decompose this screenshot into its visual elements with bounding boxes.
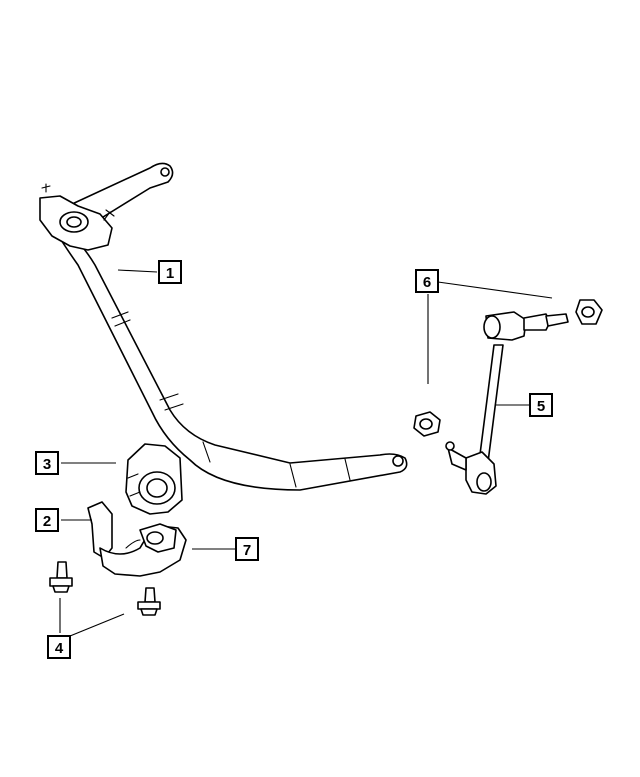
bolt-left xyxy=(49,561,73,593)
callout-2: 2 xyxy=(35,508,59,532)
bolt-right xyxy=(137,587,161,616)
stabilizer-bar xyxy=(39,162,408,491)
bushing-clamp xyxy=(87,501,187,577)
callout-5: 5 xyxy=(529,393,553,417)
nut-lower xyxy=(413,411,441,437)
callout-7: 7 xyxy=(235,537,259,561)
callout-1: 1 xyxy=(158,260,182,284)
callout-3: 3 xyxy=(35,451,59,475)
callout-7-label: 7 xyxy=(243,542,251,559)
leader-lines xyxy=(59,269,553,637)
callout-2-label: 2 xyxy=(43,513,51,530)
callout-1-label: 1 xyxy=(166,265,174,282)
callout-4: 4 xyxy=(47,635,71,659)
callout-6-label: 6 xyxy=(423,274,431,291)
callout-3-label: 3 xyxy=(43,456,51,473)
callout-5-label: 5 xyxy=(537,398,545,415)
bushing xyxy=(125,443,183,515)
callout-6: 6 xyxy=(415,269,439,293)
stabilizer-link xyxy=(445,311,569,495)
nut-upper xyxy=(575,299,603,325)
callout-4-label: 4 xyxy=(55,640,64,657)
